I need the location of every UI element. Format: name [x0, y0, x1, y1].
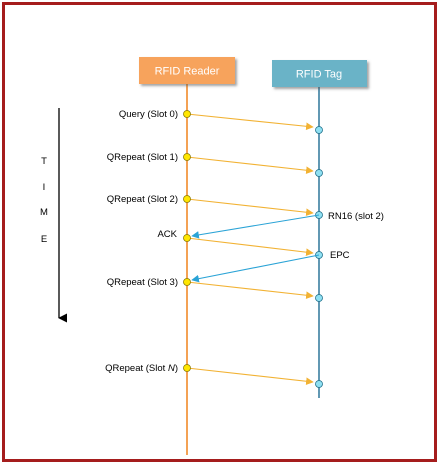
message-ack: ACK — [157, 229, 323, 259]
message-label: QRepeat (Slot 1) — [107, 152, 178, 163]
message-label: QRepeat (Slot 3) — [107, 277, 178, 288]
tag-header: RFID Tag — [272, 60, 367, 87]
time-letter: M — [40, 207, 48, 218]
reader-label: RFID Reader — [155, 66, 220, 78]
time-letter: T — [41, 156, 47, 167]
message-qrepeat-slot-n: QRepeat (Slot N) — [105, 363, 323, 388]
message-rn16-slot-2: RN16 (slot 2) — [191, 211, 384, 239]
message-label: RN16 (slot 2) — [328, 211, 384, 222]
time-letter: I — [43, 182, 46, 193]
message-qrepeat-slot-2: QRepeat (Slot 2) — [107, 194, 323, 219]
reader-header: RFID Reader — [139, 57, 235, 84]
message-epc: EPC — [191, 250, 350, 283]
message-qrepeat-slot-3: QRepeat (Slot 3) — [107, 277, 323, 302]
message-query-slot-0: Query (Slot 0) — [119, 109, 323, 134]
message-label: QRepeat (Slot N) — [105, 363, 178, 374]
message-label: Query (Slot 0) — [119, 109, 178, 120]
message-label: QRepeat (Slot 2) — [107, 194, 178, 205]
time-letter: E — [41, 234, 47, 245]
tag-label: RFID Tag — [296, 69, 342, 81]
time-axis-letters: T I M E — [40, 156, 48, 245]
message-qrepeat-slot-1: QRepeat (Slot 1) — [107, 152, 323, 177]
message-label: ACK — [157, 229, 177, 240]
message-label: EPC — [330, 250, 350, 261]
